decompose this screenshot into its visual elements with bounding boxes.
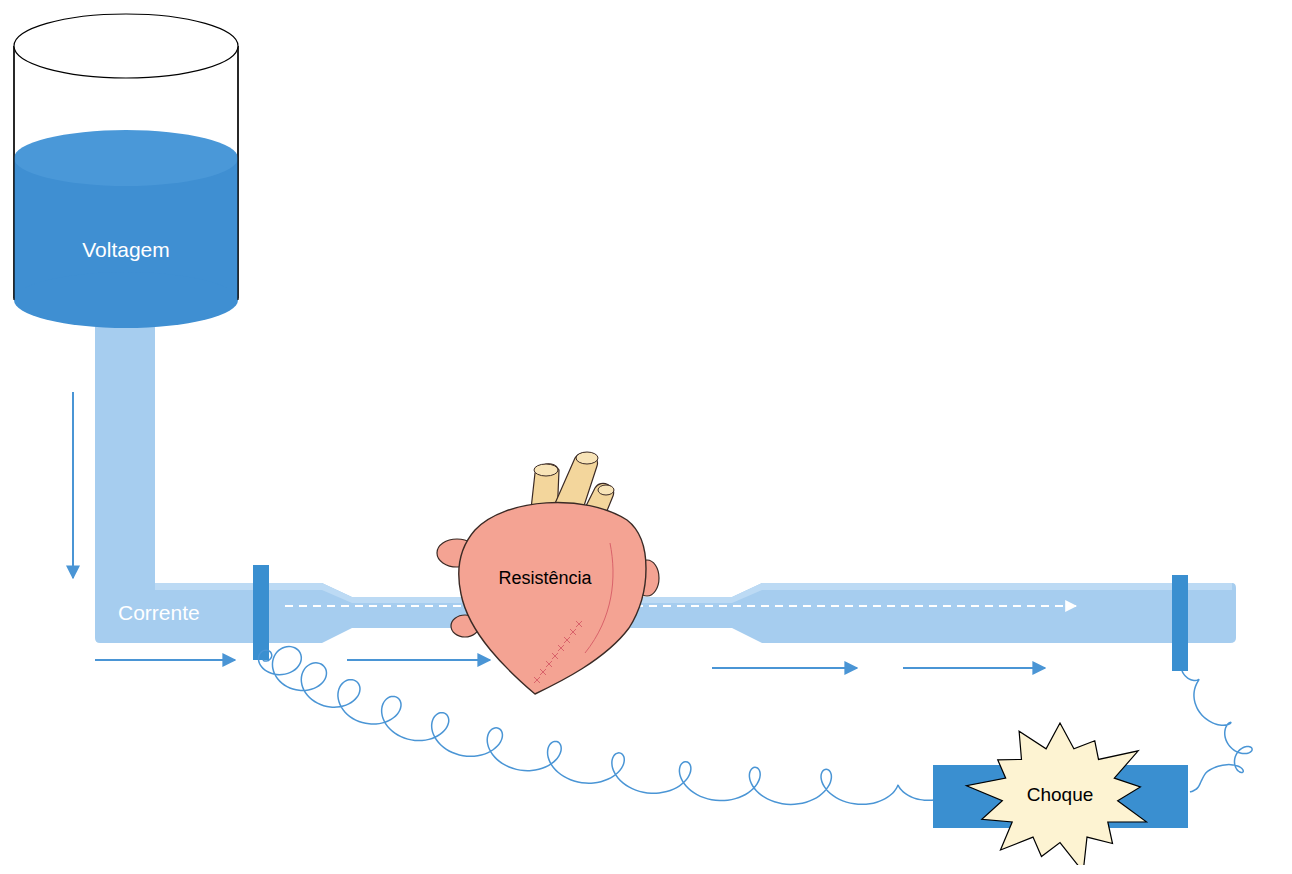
- electrode: [253, 565, 269, 660]
- resistance-heart: Resistência: [435, 448, 667, 698]
- pipe-label: Corrente: [118, 601, 200, 625]
- electrode: [1172, 575, 1188, 671]
- coiled-wire: [1182, 671, 1252, 792]
- voltage-tank: Voltagem: [10, 8, 242, 338]
- node-label: Voltagem: [82, 238, 170, 262]
- voltage-tank-shape: [10, 8, 242, 338]
- pipe-highlight: [155, 583, 1232, 603]
- shock-box: Choque: [925, 715, 1200, 865]
- node-label: Choque: [1027, 784, 1094, 806]
- node-label: Resistência: [498, 568, 591, 589]
- coiled-wire: [258, 646, 935, 804]
- flow-line: [285, 605, 1076, 607]
